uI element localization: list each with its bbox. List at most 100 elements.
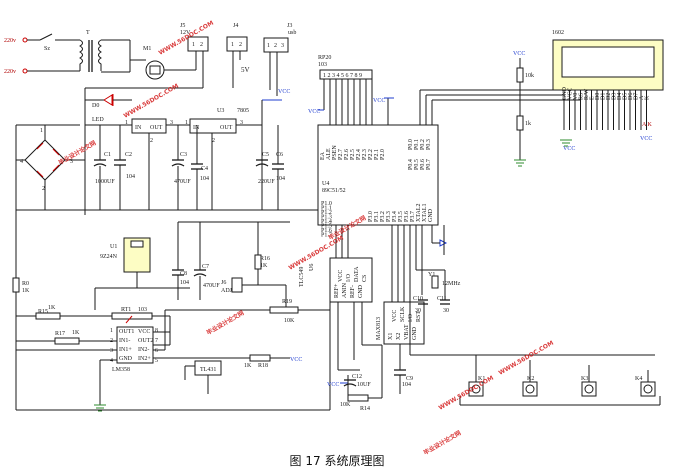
mcu-pin-top-psen: PSEN <box>332 145 338 160</box>
led-id: D0 <box>92 103 99 109</box>
bottom-passives: VCC C12 10UF 10K R14 <box>327 345 383 412</box>
key-k4-label: K4 <box>635 376 642 382</box>
mcu-pin-p1-4: P1.4 <box>321 219 332 225</box>
mcu-pin-bottom-p3-6: P3.6 <box>404 211 410 222</box>
c4-value: 104 <box>200 176 209 182</box>
svg-text:3: 3 <box>170 120 173 126</box>
lcd-pin-rs: RS <box>579 93 585 100</box>
r15: R15 <box>38 309 48 315</box>
vcc-rp: VCC <box>308 109 320 115</box>
c3: C3 <box>180 152 187 158</box>
mcu-pin-p1-5: P1.5 <box>321 224 332 230</box>
lcd-ak: A K <box>642 122 653 128</box>
lcd-pin-k: K <box>645 95 651 100</box>
lcd-pin-d7: D7 <box>634 93 640 100</box>
c11: C11 <box>437 296 447 302</box>
tlc549-pin-vcc: VCC <box>338 270 344 282</box>
c1-value: 1000UF <box>95 179 115 185</box>
tlc549-pin-ref: REF+ <box>334 283 340 298</box>
key-k4: K4 <box>635 370 656 397</box>
u1-part: 9Z24N <box>100 254 118 260</box>
mcu-pin-bottom-xtal1: XTAL1 <box>422 203 428 222</box>
svg-text:2: 2 <box>274 43 277 49</box>
r17-body <box>54 337 80 345</box>
lcd-r-10k <box>516 67 524 83</box>
j3-usb: usb <box>288 30 296 36</box>
key-k1: K1 <box>468 355 485 397</box>
svg-text:2: 2 <box>110 338 113 344</box>
mcu-pin-top-p2-7: P2.7 <box>338 149 344 160</box>
rtc-pin-vcc: VCC <box>392 310 398 322</box>
svg-text:2: 2 <box>200 42 203 48</box>
reg2-out: OUT <box>220 125 233 131</box>
rtc-pin-vbat: VBAT <box>404 324 410 340</box>
mcu-pin-bottom-p3-7: P3.7 <box>410 211 416 222</box>
crystal-section: Y1 12MHz C10 30 C11 30 <box>413 225 461 314</box>
tlc549-pin-io: I/O <box>346 273 352 282</box>
tl431-label: TL431 <box>200 367 216 373</box>
mcu-pin-p1-3: P1.3 <box>321 215 332 221</box>
mcu-pin-top-p2-0: P2.0 <box>380 149 386 160</box>
vcc-lcd: VCC <box>563 146 575 152</box>
mcu-pin-p1-2: P1.2 <box>321 210 332 216</box>
tlc549-pin-cs: CS <box>362 275 368 282</box>
lcd-pin-vcc: VCC <box>568 88 574 100</box>
j5-voltage: 12V <box>180 30 191 36</box>
vcc-r18: VCC <box>290 357 302 363</box>
tlc549-pin-data: DATA <box>354 266 360 282</box>
r16: R16 <box>260 256 270 262</box>
watermark-url-5: WWW.56DOC.COM <box>498 340 555 377</box>
lm358-pin-out1: OUT1 <box>119 329 134 335</box>
lm358-pin-vcc: VCC <box>138 329 150 335</box>
c2: C2 <box>125 152 132 158</box>
led-label: LED <box>92 117 104 123</box>
mcu-pin-bottom-p3-3: P3.3 <box>386 211 392 222</box>
mcu-pin-p1-1: P1.1 <box>321 206 332 212</box>
lcd-pin-d0: D0 <box>595 93 601 100</box>
r16-body <box>254 254 262 270</box>
mcu-pin-p0-6: P0.6 <box>420 159 426 170</box>
svg-text:3: 3 <box>70 159 73 165</box>
mcu-pin-bottom-p3-5: P3.5 <box>398 211 404 222</box>
c9-value: 104 <box>402 382 411 388</box>
filter-caps: C1 1000UF C2 104 C3 470UF C4 104 C5 220U… <box>93 125 285 210</box>
watermark-cn-1: 毕业设计论文网 <box>57 139 97 167</box>
switch-label: Sz <box>44 46 50 52</box>
svg-text:5: 5 <box>155 358 158 364</box>
watermark-url-4: WWW.56DOC.COM <box>438 375 495 412</box>
tlc-label: TLC549 <box>299 267 305 287</box>
lcd-pin-a: A <box>639 95 645 100</box>
c8-value: 104 <box>180 280 189 286</box>
c11-value: 30 <box>443 308 449 314</box>
mcu-body <box>317 124 439 226</box>
r0-body <box>12 277 20 293</box>
lcd-label: 1602 <box>552 30 564 36</box>
lcd-pin-d4: D4 <box>617 93 623 100</box>
lm358-body <box>116 326 154 364</box>
c10: C10 <box>413 296 423 302</box>
mcu-pin-top-p2-4: P2.4 <box>356 149 362 160</box>
j3-label: J3 <box>287 23 292 29</box>
mcu-pin-bottom-p3-4: P3.4 <box>392 211 398 222</box>
r19: R19 <box>282 299 292 305</box>
mcu-pin-p1-0: P1.0 <box>321 201 332 207</box>
lcd-pin-rw: R/W <box>584 88 590 100</box>
mcu-pin-bottom-p3-2: P3.2 <box>380 211 386 222</box>
r18-value: 1K <box>244 363 252 369</box>
r15-body <box>35 312 61 320</box>
mcu-u4: U4 89C51/52 P1.0P1.1P1.2P1.3P1.4P1.5P1.6… <box>317 89 565 247</box>
switch-blade <box>39 33 53 41</box>
svg-text:1: 1 <box>110 328 113 334</box>
regulator-2 <box>189 118 237 134</box>
mcu-pin-p0-5: P0.5 <box>414 159 420 170</box>
ac-input: 220v 220v Sz T <box>4 30 130 75</box>
ac-label-2: 220v <box>4 69 16 75</box>
lm358-pin-gnd: GND <box>119 356 133 362</box>
rtc-pin-x2: X2 <box>396 333 402 340</box>
y1-value: 12MHz <box>442 281 461 287</box>
tlc549-pin-anin: ANIN <box>342 282 348 298</box>
